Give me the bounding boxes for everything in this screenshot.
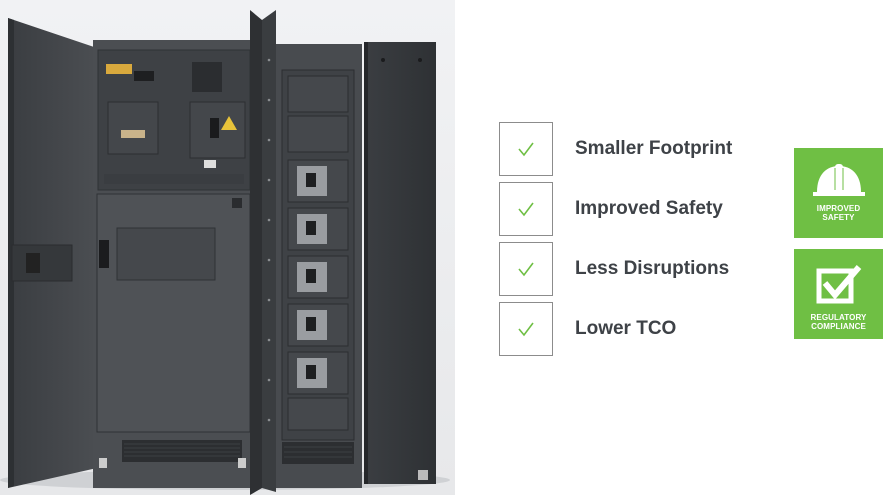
badge-label: IMPROVED SAFETY — [816, 204, 861, 222]
info-label — [121, 130, 145, 138]
warning-label — [106, 64, 132, 74]
checked-box-icon — [816, 265, 861, 304]
improved-safety-badge: IMPROVED SAFETY — [794, 148, 883, 238]
check-icon — [499, 122, 553, 176]
right-cabinet — [364, 42, 436, 484]
hard-hat-icon — [812, 164, 865, 196]
bottom-vent — [122, 440, 242, 462]
feature-label: Smaller Footprint — [575, 138, 733, 159]
feature-label: Less Disruptions — [575, 258, 730, 279]
check-icon — [499, 302, 553, 356]
regulatory-compliance-badge: REGULATORY COMPLIANCE — [794, 249, 883, 339]
cabinet-illustration — [0, 10, 450, 495]
center-door-right-leaf — [262, 10, 276, 492]
check-icon — [499, 242, 553, 296]
left-door-handle-panel — [11, 244, 73, 282]
bottom-vent-right — [282, 442, 354, 464]
hazard-label — [221, 116, 237, 130]
feature-row-less-disruptions: Less Disruptions — [499, 242, 789, 296]
feature-label: Improved Safety — [575, 198, 723, 219]
feature-row-lower-tco: Lower TCO — [499, 302, 789, 356]
feature-label: Lower TCO — [575, 318, 677, 339]
badge-label: REGULATORY COMPLIANCE — [810, 313, 867, 331]
check-icon — [499, 182, 553, 236]
feature-row-smaller-footprint: Smaller Footprint — [499, 122, 789, 176]
center-door-left-leaf — [250, 10, 262, 495]
left-door-latch — [26, 253, 40, 273]
switchgear-cabinet-image — [0, 0, 455, 495]
feature-row-improved-safety: Improved Safety — [499, 182, 789, 236]
